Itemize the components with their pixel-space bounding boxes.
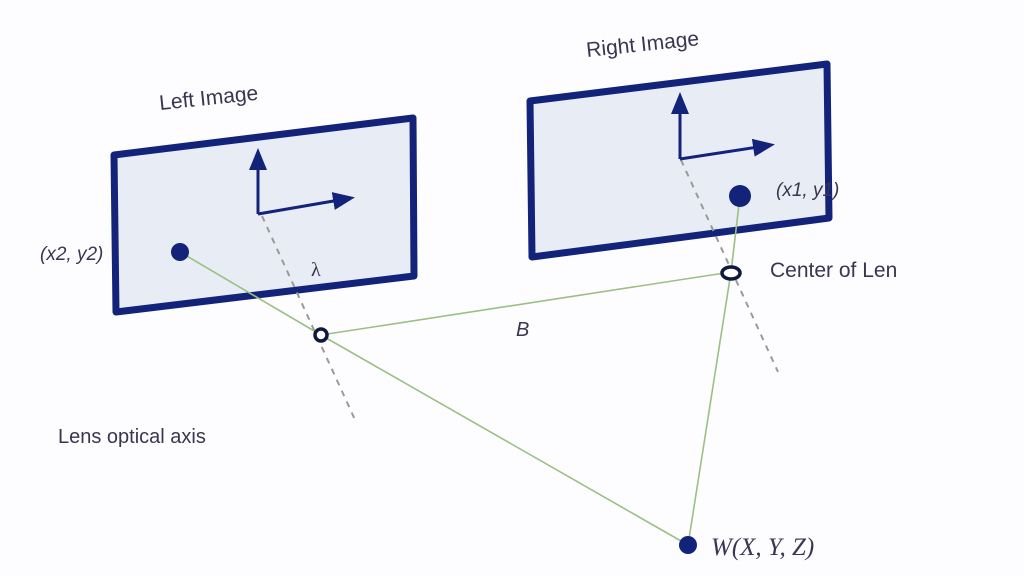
world-point: [679, 536, 697, 554]
right-axes-icon: [671, 92, 775, 161]
optical-axis-label: Lens optical axis: [58, 426, 206, 448]
right-lens-center: [720, 265, 742, 281]
left-axes-icon: [249, 148, 355, 216]
focal-length-label: λ: [311, 259, 321, 281]
left-image-plane: [110, 114, 418, 316]
projection-rays: [179, 195, 741, 546]
right-point-label: (x1, y1): [776, 180, 839, 201]
lens-center-label: Center of Len: [770, 259, 897, 282]
right-image-label: Right Image: [585, 27, 700, 62]
left-point-label: (x2, y2): [40, 244, 103, 265]
right-image-point: [729, 185, 751, 207]
right-image-plane: [526, 60, 833, 261]
world-point-label: W(X, Y, Z): [711, 534, 814, 561]
left-lens-center: [313, 327, 329, 343]
left-optical-axis: [261, 215, 357, 423]
right-optical-axis: [680, 159, 779, 373]
baseline-label: B: [516, 319, 529, 341]
left-image-point: [171, 243, 189, 261]
left-image-label: Left Image: [158, 82, 259, 115]
